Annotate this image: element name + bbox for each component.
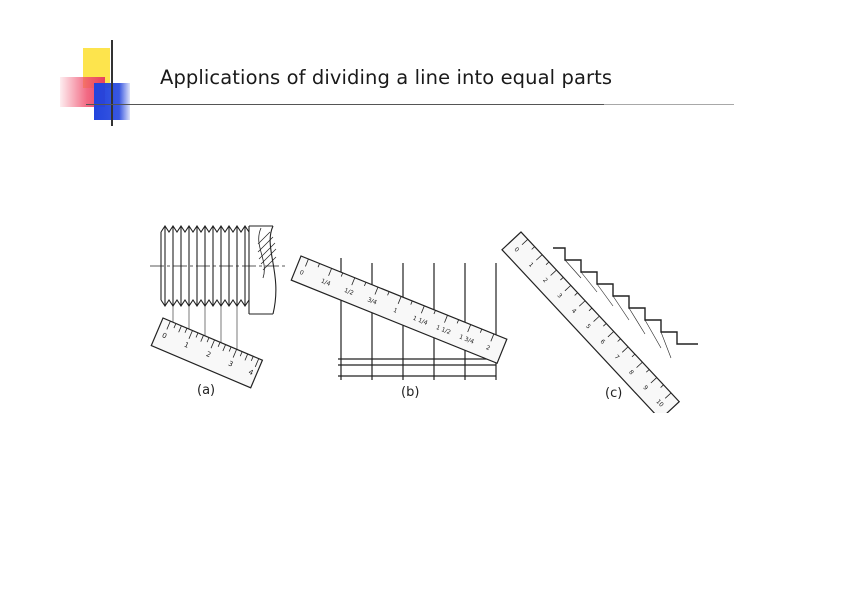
logo-blue-bar [94, 83, 130, 120]
ruler-b-label: 0 [299, 269, 305, 277]
ruler-b-label: 1 [392, 307, 398, 315]
ruler-c-label: 8 [627, 369, 635, 377]
ruler-c: 0 1 2 3 4 5 6 7 8 9 10 [501, 231, 681, 413]
ruler-c-label: 9 [641, 384, 649, 392]
ruler-c-label: 0 [513, 246, 521, 254]
caption-a: (a) [197, 383, 215, 398]
ruler-b: 0 1/4 1/2 3/4 1 1 1/4 1 1/2 1 3/4 2 [290, 255, 508, 365]
title-underline-extension [604, 104, 734, 105]
ruler-a-label: 3 [227, 360, 234, 369]
ruler-a-label: 0 [161, 331, 168, 340]
dividing-line-figure: 0 1 2 3 4 (a) 0 [145, 218, 705, 413]
ruler-c-label: 6 [598, 338, 606, 346]
ruler-c-label: 2 [541, 277, 549, 285]
panel-c-projectors [564, 259, 672, 359]
ruler-b-label: 3/4 [366, 296, 378, 306]
ruler-c-label: 4 [570, 307, 578, 315]
ruler-b-label: 2 [485, 344, 491, 352]
ruler-c-label: 3 [556, 292, 564, 300]
ruler-a-label: 1 [183, 341, 190, 350]
caption-c: (c) [605, 386, 622, 401]
logo-red-bar [60, 77, 105, 107]
ruler-a-label: 2 [205, 350, 212, 359]
ruler-a: 0 1 2 3 4 [150, 317, 264, 389]
ruler-a-label: 4 [247, 368, 255, 377]
ruler-b-label: 1/2 [343, 287, 355, 297]
ruler-c-label: 5 [584, 323, 592, 331]
ruler-c-label: 7 [613, 354, 621, 362]
panel-c [553, 247, 698, 345]
slide-title: Applications of dividing a line into equ… [160, 66, 613, 89]
ruler-c-label: 1 [527, 261, 535, 269]
ruler-b-label: 1/4 [320, 278, 332, 288]
caption-b: (b) [401, 385, 419, 400]
ruler-c-label: 10 [654, 398, 664, 408]
logo-yellow-square [83, 48, 110, 88]
title-underline [86, 104, 604, 105]
